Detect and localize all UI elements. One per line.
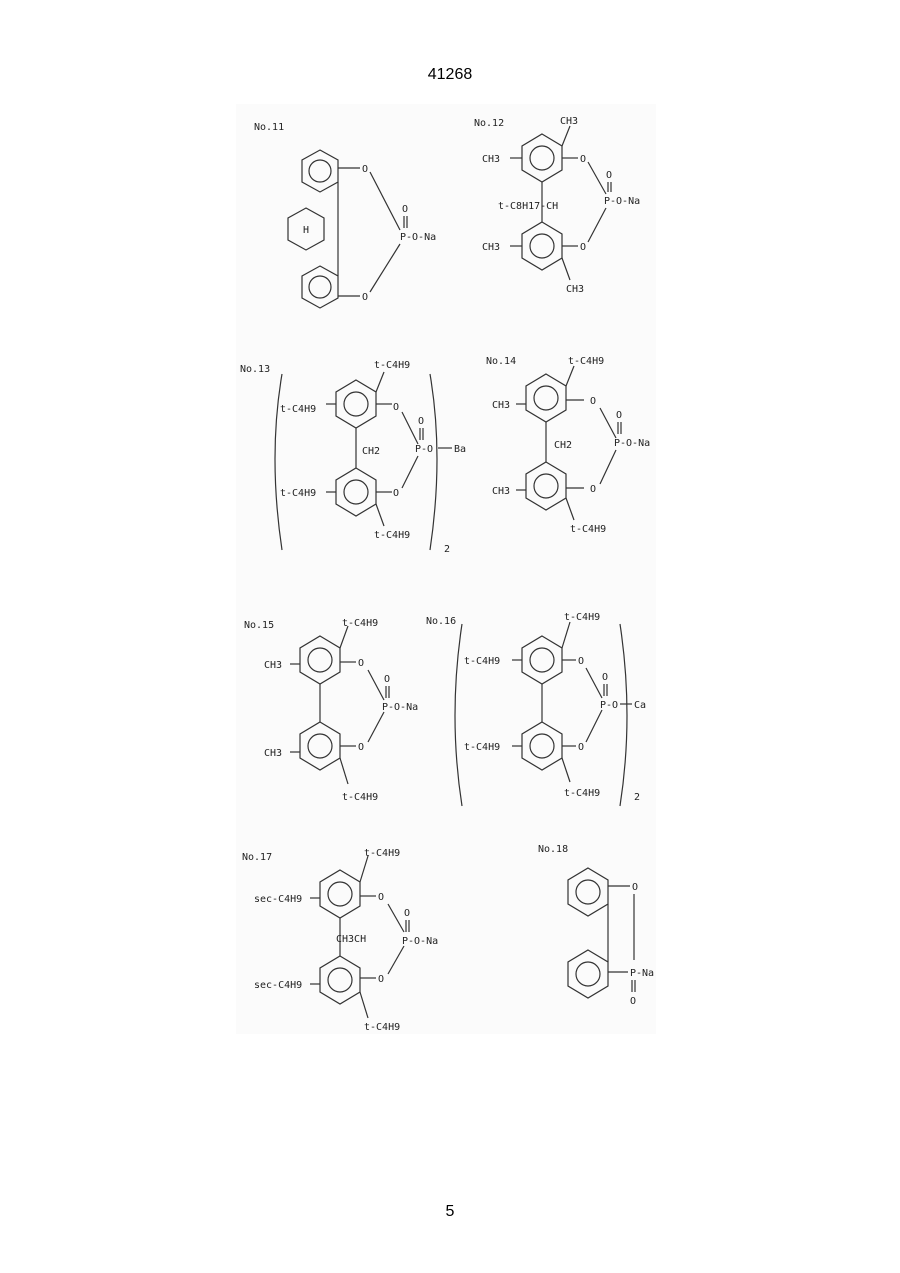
svg-text:O: O [378,974,384,985]
svg-text:O: O [580,154,586,165]
svg-text:O: O [590,396,596,407]
svg-text:sec-C4H9: sec-C4H9 [254,980,302,991]
svg-text:O: O [616,410,622,421]
svg-text:CH3: CH3 [492,400,510,411]
svg-text:O: O [590,484,596,495]
svg-text:O: O [378,892,384,903]
svg-text:O: O [393,488,399,499]
svg-text:O: O [580,242,586,253]
svg-text:O: O [606,170,612,181]
svg-text:O: O [384,674,390,685]
structure-label: No.15 [244,620,274,631]
svg-text:t-C4H9: t-C4H9 [374,360,410,371]
svg-text:sec-C4H9: sec-C4H9 [254,894,302,905]
svg-text:P-O: P-O [600,700,618,711]
svg-text:O: O [393,402,399,413]
svg-text:Ca: Ca [634,700,646,711]
svg-text:CH3: CH3 [492,486,510,497]
svg-text:O: O [630,996,636,1007]
svg-text:CH3CH: CH3CH [336,934,366,945]
svg-text:t-C4H9: t-C4H9 [280,404,316,415]
svg-text:CH3: CH3 [566,284,584,295]
svg-text:t-C4H9: t-C4H9 [464,742,500,753]
svg-text:t-C4H9: t-C4H9 [464,656,500,667]
svg-text:t-C4H9: t-C4H9 [280,488,316,499]
svg-text:P-O: P-O [415,444,433,455]
svg-text:P-O-Na: P-O-Na [614,438,650,449]
svg-text:t-C4H9: t-C4H9 [364,1022,400,1033]
structure-label: No.18 [538,844,568,855]
svg-text:O: O [402,204,408,215]
svg-text:t-C4H9: t-C4H9 [374,530,410,541]
svg-text:P-O-Na: P-O-Na [382,702,418,713]
svg-text:t-C4H9: t-C4H9 [342,792,378,803]
svg-text:t-C4H9: t-C4H9 [564,788,600,799]
document-number: 41268 [0,66,900,84]
structure-no-13: No.13 t-C4H9 t-C4H9 t-C4H9 t-C4H9 CH2 O … [238,356,478,556]
svg-text:O: O [362,164,368,175]
svg-text:CH3: CH3 [264,748,282,759]
svg-text:t-C4H9: t-C4H9 [568,356,604,367]
structure-label: No.11 [254,122,284,133]
svg-text:CH3: CH3 [482,242,500,253]
structure-no-14: No.14 t-C4H9 t-C4H9 CH3 CH3 CH2 O O O P-… [484,352,664,552]
svg-text:O: O [358,742,364,753]
svg-text:P-Na: P-Na [630,968,654,979]
structure-label: No.13 [240,364,270,375]
structure-no-11: No.11 O O O P-O-Na H [240,112,450,332]
page-number: 5 [0,1203,900,1221]
svg-text:O: O [358,658,364,669]
structure-label: No.14 [486,356,516,367]
svg-text:O: O [632,882,638,893]
svg-text:P-O-Na: P-O-Na [604,196,640,207]
structure-no-16: No.16 t-C4H9 t-C4H9 t-C4H9 t-C4H9 O O O … [424,606,664,816]
svg-text:Ba: Ba [454,444,466,455]
svg-text:t-C4H9: t-C4H9 [570,524,606,535]
structure-label: No.12 [474,118,504,129]
svg-text:t-C4H9: t-C4H9 [364,848,400,859]
svg-text:P-O-Na: P-O-Na [402,936,438,947]
structure-no-15: No.15 t-C4H9 t-C4H9 CH3 CH3 O O O P-O-Na [240,612,440,812]
structure-label: No.16 [426,616,456,627]
svg-text:O: O [578,656,584,667]
svg-text:O: O [418,416,424,427]
svg-text:2: 2 [634,792,640,803]
svg-text:O: O [578,742,584,753]
svg-text:H: H [303,225,309,236]
structure-no-12: No.12 CH3 CH3 CH3 CH3 t-C8H17-CH O O O P… [470,112,660,312]
svg-text:CH2: CH2 [554,440,572,451]
structure-no-18: No.18 O P-Na O [536,838,676,1018]
svg-text:t-C4H9: t-C4H9 [564,612,600,623]
svg-text:O: O [602,672,608,683]
svg-text:CH3: CH3 [482,154,500,165]
svg-text:CH3: CH3 [264,660,282,671]
svg-text:P-O-Na: P-O-Na [400,232,436,243]
svg-text:CH3: CH3 [560,116,578,127]
svg-text:t-C4H9: t-C4H9 [342,618,378,629]
svg-text:O: O [404,908,410,919]
structure-no-17: No.17 t-C4H9 t-C4H9 sec-C4H9 sec-C4H9 CH… [240,842,460,1042]
structure-label: No.17 [242,852,272,863]
svg-text:CH2: CH2 [362,446,380,457]
svg-text:t-C8H17-CH: t-C8H17-CH [498,201,558,212]
svg-text:2: 2 [444,544,450,555]
svg-text:O: O [362,292,368,303]
